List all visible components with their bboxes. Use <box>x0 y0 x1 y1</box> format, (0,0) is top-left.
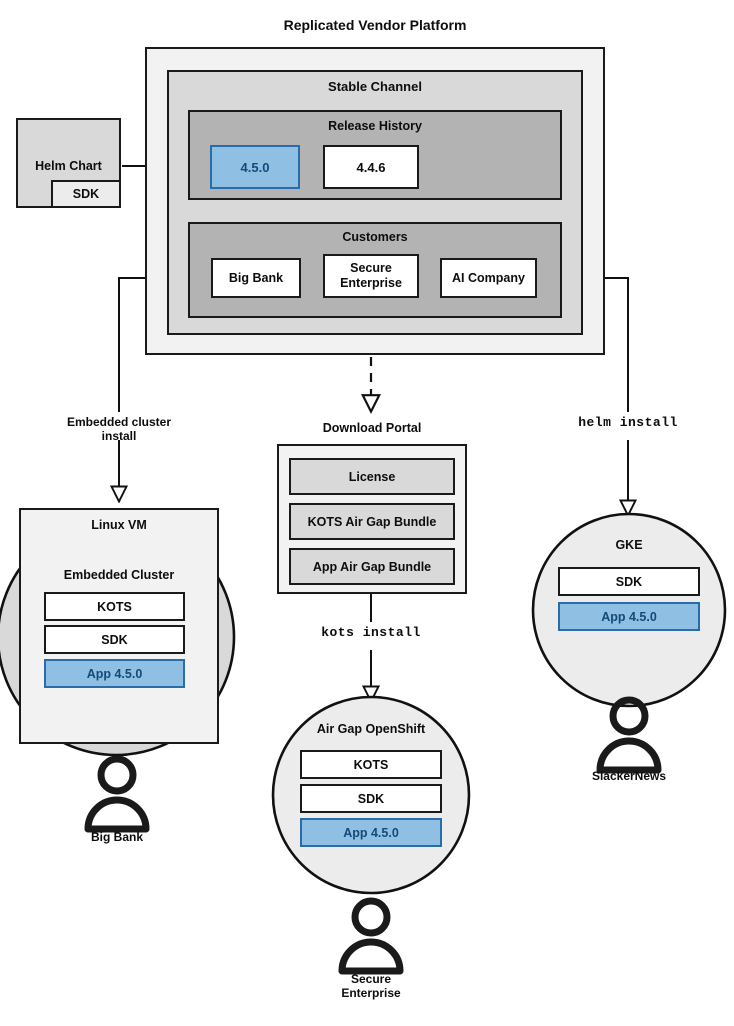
person-icon-slackernews <box>596 696 662 774</box>
air-gap-openshift-component-app[interactable]: App 4.5.0 <box>300 818 442 847</box>
download-portal-item-kots-air-gap-bundle[interactable]: KOTS Air Gap Bundle <box>289 503 455 540</box>
flow-label-helm-install: helm install <box>578 415 678 430</box>
air-gap-openshift-title: Air Gap OpenShift <box>316 722 426 736</box>
embedded-cluster-title: Embedded Cluster <box>63 568 175 582</box>
person-icon-big-bank <box>84 755 150 833</box>
download-portal-item-license[interactable]: License <box>289 458 455 495</box>
helm-chart-label: Helm Chart <box>35 159 102 173</box>
page-title: Replicated Vendor Platform <box>283 17 467 33</box>
linux-vm-title: Linux VM <box>91 518 147 532</box>
air-gap-openshift-component-kots[interactable]: KOTS <box>300 750 442 779</box>
gke-user-label: SlackerNews <box>591 769 667 783</box>
stable-channel-title: Stable Channel <box>328 79 422 94</box>
linux-vm-component-kots[interactable]: KOTS <box>44 592 185 621</box>
flow-label-kots-install: kots install <box>321 625 421 640</box>
customers-title: Customers <box>342 230 408 244</box>
gke-component-sdk[interactable]: SDK <box>558 567 700 596</box>
gke-component-app[interactable]: App 4.5.0 <box>558 602 700 631</box>
customer-card-big-bank[interactable]: Big Bank <box>211 258 301 298</box>
download-portal-item-app-air-gap-bundle[interactable]: App Air Gap Bundle <box>289 548 455 585</box>
person-icon-secure-enterprise <box>338 897 404 975</box>
linux-vm-component-app[interactable]: App 4.5.0 <box>44 659 185 688</box>
helm-chart-sdk-box[interactable]: SDK <box>51 180 121 208</box>
customer-card-secure-enterprise[interactable]: Secure Enterprise <box>323 254 419 298</box>
linux-vm-component-sdk[interactable]: SDK <box>44 625 185 654</box>
gke-title: GKE <box>615 538 643 552</box>
flow-label-embedded-cluster-install: Embedded cluster install <box>66 415 172 444</box>
download-portal-title: Download Portal <box>322 421 422 435</box>
release-chip-4-4-6[interactable]: 4.4.6 <box>323 145 419 189</box>
air-gap-openshift-user-label: Secure Enterprise <box>341 972 401 1001</box>
release-history-title: Release History <box>328 119 422 133</box>
linux-vm-user-label: Big Bank <box>90 830 143 844</box>
customer-card-ai-company[interactable]: AI Company <box>440 258 537 298</box>
air-gap-openshift-component-sdk[interactable]: SDK <box>300 784 442 813</box>
release-chip-4-5-0[interactable]: 4.5.0 <box>210 145 300 189</box>
